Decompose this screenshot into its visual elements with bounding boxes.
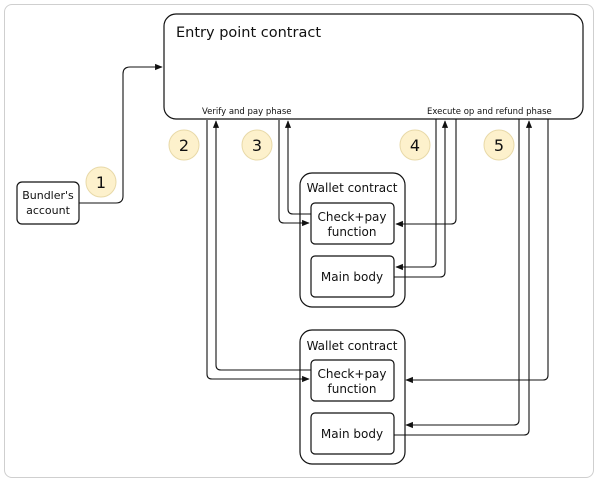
arrow-step-5-check-pay [405,119,549,384]
entry-point-box [163,13,584,120]
step-4-number: 4 [410,136,420,155]
wallet-2-check-pay-line2: function [327,382,376,396]
arrow-step-2-call [206,120,310,383]
step-badge-3: 3 [241,129,273,161]
arrow-step-3-call [278,120,310,227]
wallet-contract-1: Wallet contract Check+pay function Main … [299,172,406,308]
step-badge-1: 1 [85,166,117,198]
wallet-2-check-pay-box [310,359,395,402]
bundler-label-line1: Bundler's [22,189,74,202]
entry-point-title: Entry point contract [176,25,321,41]
wallet-1-check-pay-line2: function [327,225,376,239]
step-badges: 1 2 3 4 5 [85,129,515,198]
arrow-step-1 [79,63,163,204]
wallet-1-check-pay-box [310,202,395,245]
bundler-account: Bundler's account [16,181,80,225]
wallet-2-main-body-box [310,412,395,455]
step-3-number: 3 [252,136,262,155]
wallet-1-check-pay-line1: Check+pay [317,210,386,224]
wallet-contract-1-title: Wallet contract [307,181,398,195]
arrow-step-2-return [212,120,311,371]
arrow-step-4-main-body-return [394,120,449,278]
connectors [79,63,549,436]
step-badge-2: 2 [168,129,200,161]
wallet-1-main-body-label: Main body [321,270,383,284]
wallet-2-check-pay-line1: Check+pay [317,367,386,381]
step-5-number: 5 [494,136,504,155]
wallet-2-main-body-label: Main body [321,427,383,441]
arrow-step-5-main-body-return [394,120,533,436]
step-badge-5: 5 [483,129,515,161]
wallet-contract-2: Wallet contract Check+pay function Main … [299,329,406,465]
step-2-number: 2 [179,136,189,155]
bundler-label-line2: account [26,204,71,217]
arrow-step-3-return [284,120,311,215]
arrow-step-4-check-pay [395,119,457,228]
execute-phase-label: Execute op and refund phase [427,107,552,117]
arrow-step-4-main-body-call [395,119,437,271]
arrow-step-5-main-body-call [405,119,520,429]
verify-phase-label: Verify and pay phase [202,107,292,117]
step-1-number: 1 [96,173,106,192]
wallet-contract-2-title: Wallet contract [307,339,398,353]
entry-point-contract: Entry point contract Verify and pay phas… [163,13,584,120]
step-badge-4: 4 [399,129,431,161]
